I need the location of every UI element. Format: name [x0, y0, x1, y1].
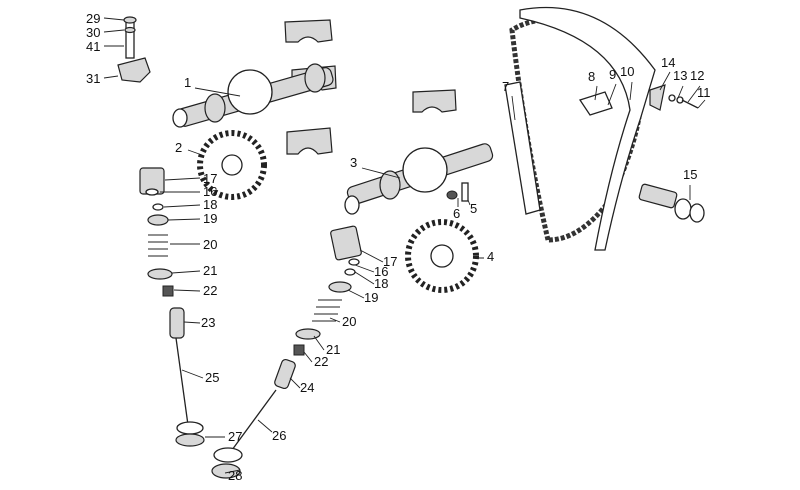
callout-26: 26 — [272, 428, 286, 443]
callout-28: 28 — [228, 468, 242, 483]
camshaft-3 — [344, 143, 494, 215]
leader-lines — [103, 17, 706, 474]
callout-31: 31 — [86, 71, 100, 86]
tensioner-15 — [638, 183, 705, 223]
callout-29: 29 — [86, 11, 100, 26]
callout-8: 8 — [588, 69, 595, 84]
callout-20: 20 — [203, 237, 217, 252]
callout-15: 15 — [683, 167, 697, 182]
callout-4: 4 — [487, 249, 494, 264]
callout-17b: 17 — [383, 254, 397, 269]
camshaft-1 — [172, 63, 334, 128]
callout-11: 11 — [697, 85, 711, 100]
callout-14: 14 — [661, 55, 675, 70]
callout-18: 18 — [203, 197, 217, 212]
timing-chain — [504, 6, 699, 251]
callout-2: 2 — [175, 140, 182, 155]
callout-19b: 19 — [364, 290, 378, 305]
callout-7: 7 — [502, 79, 509, 94]
callout-20b: 20 — [342, 314, 356, 329]
callout-25: 25 — [205, 370, 219, 385]
callout-6: 6 — [453, 206, 460, 221]
callout-5: 5 — [470, 201, 477, 216]
valve-train-left — [139, 167, 205, 447]
sprocket-2 — [197, 130, 267, 200]
callout-9: 9 — [609, 67, 616, 82]
callout-16: 16 — [203, 184, 217, 199]
callout-21b: 21 — [326, 342, 340, 357]
callout-13: 13 — [673, 68, 687, 83]
callout-21: 21 — [203, 263, 217, 278]
callout-3: 3 — [350, 155, 357, 170]
callout-27: 27 — [228, 429, 242, 444]
callout-41: 41 — [86, 39, 100, 54]
sprocket-4 — [405, 219, 479, 293]
callout-23: 23 — [201, 315, 215, 330]
callout-18b: 18 — [374, 276, 388, 291]
callout-17: 17 — [203, 171, 217, 186]
callout-labels: 29 30 41 31 1 2 17 16 18 19 20 21 22 23 … — [86, 11, 711, 483]
callout-1: 1 — [184, 75, 191, 90]
valve-train-right — [211, 225, 362, 479]
callout-24: 24 — [300, 380, 314, 395]
callout-30: 30 — [86, 25, 100, 40]
callout-12: 12 — [690, 68, 704, 83]
callout-19: 19 — [203, 211, 217, 226]
callout-10: 10 — [620, 64, 634, 79]
callout-22: 22 — [203, 283, 217, 298]
callout-22b: 22 — [314, 354, 328, 369]
bolt-stack — [117, 16, 151, 83]
callout-16b: 16 — [374, 264, 388, 279]
